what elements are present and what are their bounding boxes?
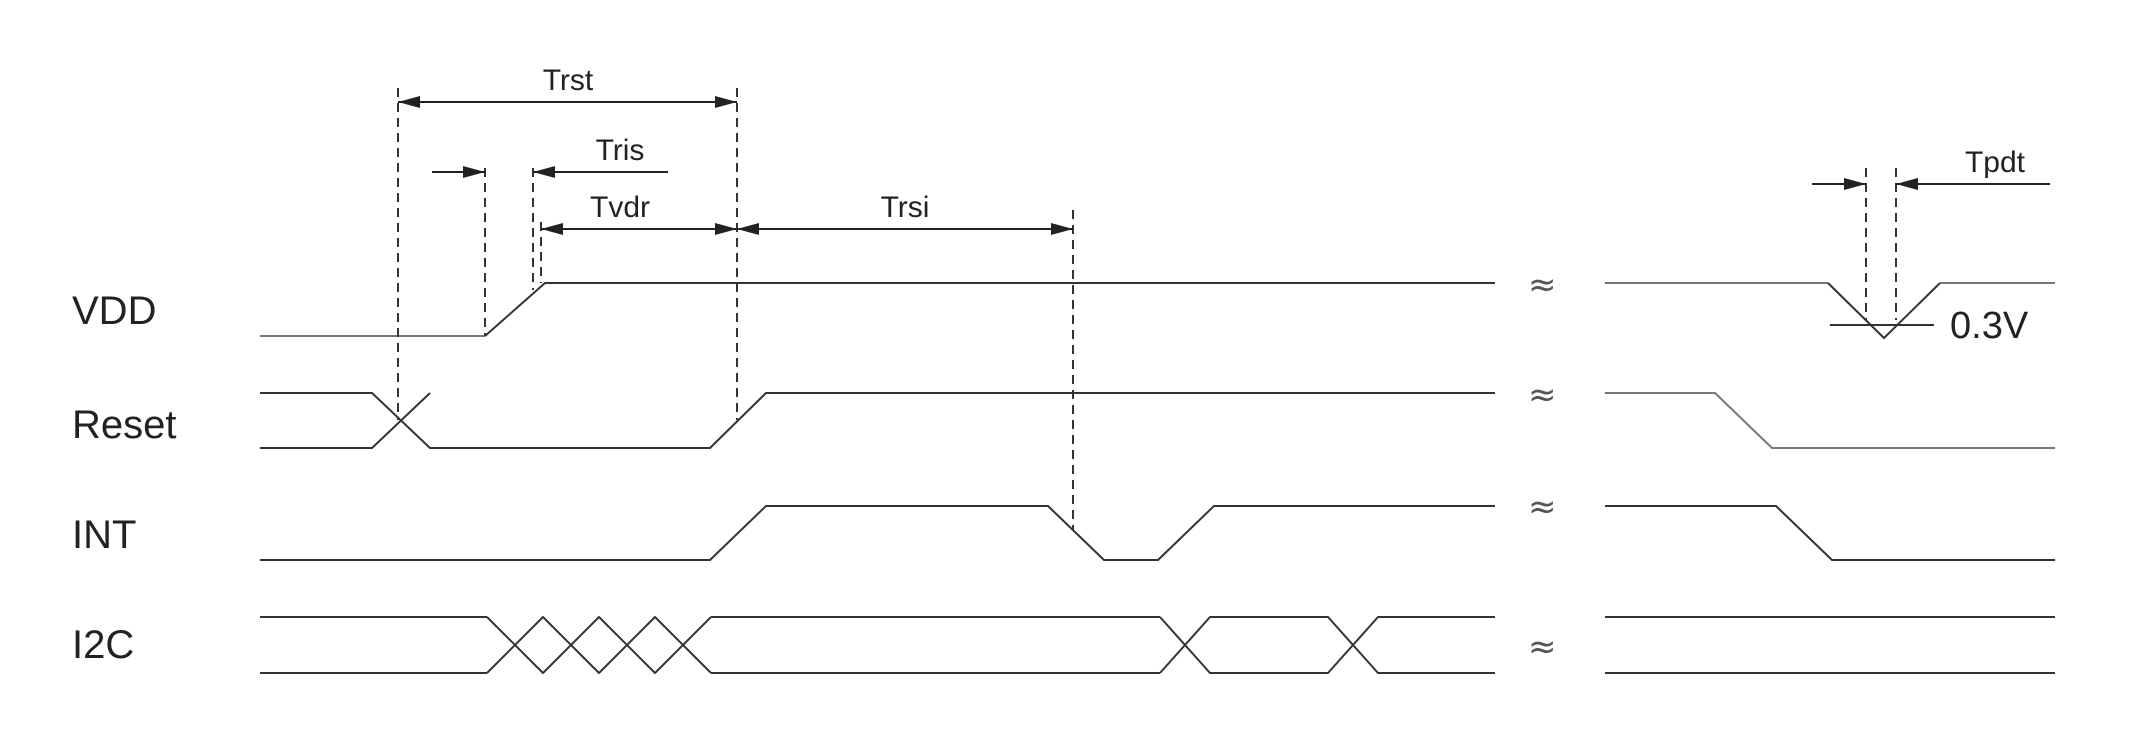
tris-label: Tris bbox=[596, 134, 645, 167]
break-mark-reset: ≈ bbox=[1528, 375, 1557, 415]
tvdr-dimension: Tvdr bbox=[541, 191, 737, 235]
break-mark-int: ≈ bbox=[1528, 487, 1557, 527]
threshold-label: 0.3V bbox=[1950, 305, 2029, 347]
i2c-waveform bbox=[260, 616, 2055, 674]
break-mark-vdd: ≈ bbox=[1528, 265, 1557, 305]
break-mark-i2c: ≈ bbox=[1528, 627, 1557, 667]
tris-dimension: Tris bbox=[432, 134, 668, 178]
tpdt-label: Tpdt bbox=[1965, 146, 2026, 179]
timing-reference-lines bbox=[397, 88, 1897, 530]
signal-label-reset: Reset bbox=[72, 403, 177, 447]
signal-label-vdd: VDD bbox=[72, 289, 156, 333]
trsi-label: Trsi bbox=[881, 191, 930, 224]
reset-waveform bbox=[260, 392, 2055, 449]
trst-dimension: Trst bbox=[398, 64, 737, 108]
signal-label-int: INT bbox=[72, 513, 136, 557]
vdd-waveform bbox=[260, 282, 2055, 339]
int-waveform bbox=[260, 505, 2055, 561]
signal-label-i2c: I2C bbox=[72, 623, 134, 667]
trst-label: Trst bbox=[543, 64, 594, 97]
trsi-dimension: Trsi bbox=[737, 191, 1073, 235]
tvdr-label: Tvdr bbox=[590, 191, 650, 224]
tpdt-dimension: Tpdt bbox=[1812, 146, 2050, 190]
